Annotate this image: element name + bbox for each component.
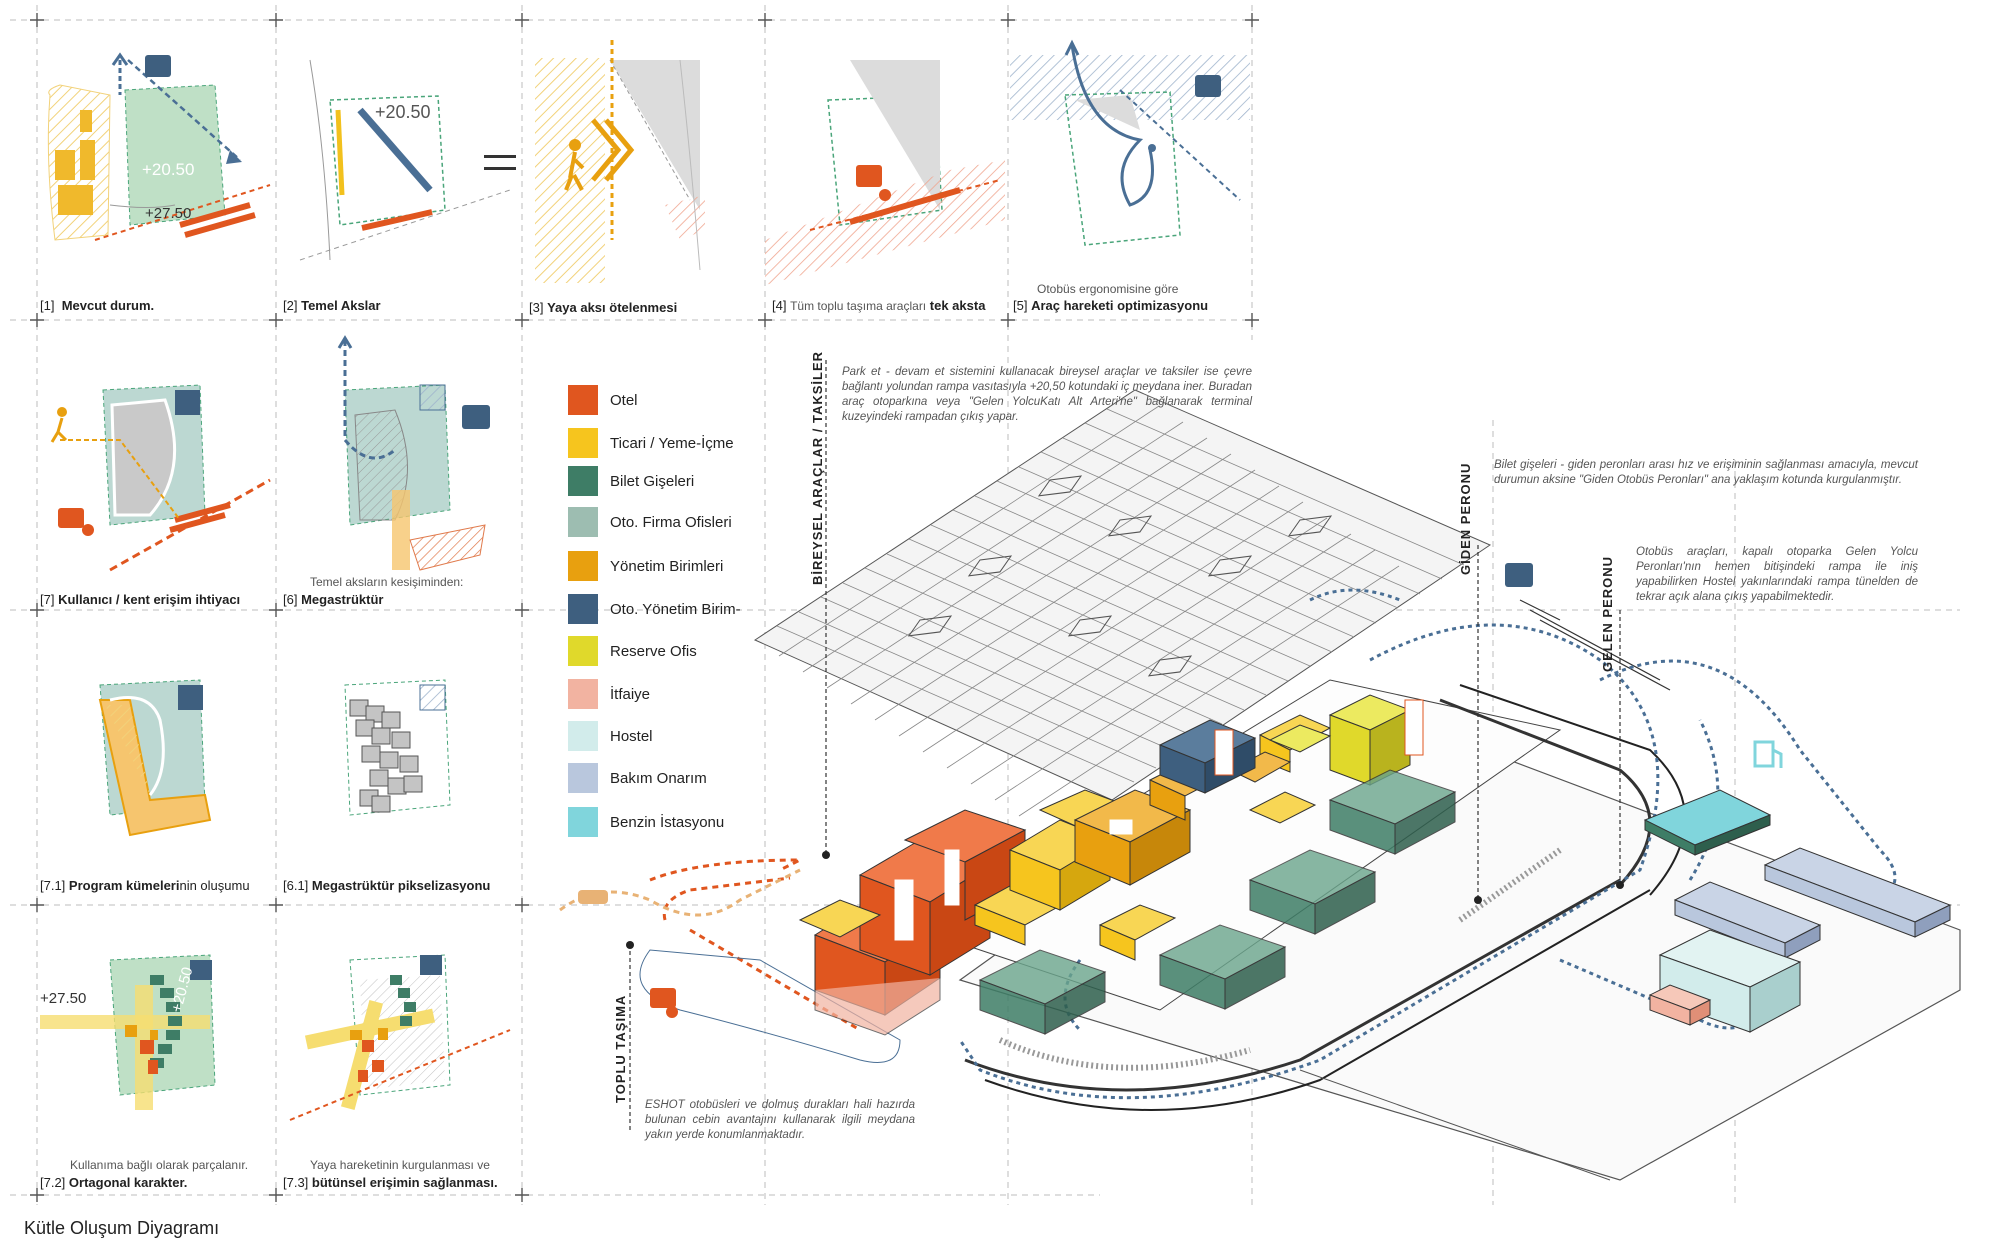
panel-71-caption: [7.1] Program kümelerinin oluşumu <box>40 878 250 893</box>
panel-61-caption: [6.1] Megastrüktür pikselizasyonu <box>283 878 490 893</box>
panel-61-num: [6.1] <box>283 878 309 893</box>
legend-swatch <box>568 594 598 624</box>
legend-bilet: Bilet Gişeleri <box>568 466 694 496</box>
panel-71-num: [7.1] <box>40 878 66 893</box>
eshot-bay <box>639 949 901 1063</box>
panel-2-level-a: +20.50 <box>375 102 431 122</box>
panel-6-caption: [6] Megastrüktür <box>283 592 383 607</box>
bus-icon-gelen <box>1505 563 1533 587</box>
legend-swatch <box>568 385 598 415</box>
note-bilet: Bilet gişeleri - giden peronları arası h… <box>1494 459 1918 486</box>
panel-73-subtext: Yaya hareketinin kurgulanması ve <box>310 1158 490 1172</box>
panel-73-title: bütünsel erişimin sağlanması. <box>311 1175 498 1190</box>
legend-swatch <box>568 721 598 751</box>
label-toplu: TOPLU TAŞIMA <box>613 994 628 1103</box>
panel-72-art <box>40 954 216 1110</box>
note-eshot: ESHOT otobüsleri ve dolmuş durakları hal… <box>645 1099 915 1141</box>
panel-7-title: Kullanıcı / kent erişim ihtiyacı <box>58 592 241 607</box>
panel-4-light: Tüm toplu taşıma araçları <box>790 299 927 313</box>
panel-61-title: Megastrüktür pikselizasyonu <box>311 878 491 893</box>
panel-3-num: [3] <box>529 300 544 315</box>
panel-5-caption: [5] Araç hareketi optimizasyonu <box>1013 298 1208 313</box>
panel-5-num: [5] <box>1013 298 1028 313</box>
bus-stop-icon-toplu <box>650 988 678 1018</box>
legend-hostel: Hostel <box>568 721 653 751</box>
panel-2-art <box>299 59 511 261</box>
panel-73-num: [7.3] <box>283 1175 309 1190</box>
legend-bakim: Bakım Onarım <box>568 763 707 793</box>
legend-benzin: Benzin İstasyonu <box>568 807 724 837</box>
panel-61-art <box>344 679 451 816</box>
panel-6-art <box>337 335 490 571</box>
panel-71-light: nin oluşumu <box>179 878 250 893</box>
panel-72-level-b: +27.50 <box>40 990 87 1007</box>
legend-otel: Otel <box>568 385 638 415</box>
orange-access-routes <box>649 858 861 1032</box>
panel-4-num: [4] <box>772 298 787 313</box>
panel-6-title: Megastrüktür <box>301 592 384 607</box>
legend-swatch <box>568 428 598 458</box>
panel-1-num: [1] <box>40 298 55 313</box>
panel-71-title: Program kümeleri <box>68 878 180 893</box>
label-bireysel: BİREYSEL ARAÇLAR / TAKSİLER <box>810 350 825 585</box>
panel-73-art <box>289 954 511 1121</box>
annotation-lines <box>629 360 1621 1130</box>
legend-ticari: Ticari / Yeme-İçme <box>568 428 734 458</box>
taxi-icon <box>578 890 608 904</box>
note-park: Park et - devam et sistemini kullanacak … <box>842 366 1252 423</box>
building-blocks <box>798 694 1952 1036</box>
panel-7-num: [7] <box>40 592 55 607</box>
legend-oto-firma: Oto. Firma Ofisleri <box>568 507 732 537</box>
panel-1-level-b: +27.50 <box>145 205 192 222</box>
panel-71-art <box>98 679 212 837</box>
panel-6-num: [6] <box>283 592 298 607</box>
megastructure-grid <box>753 389 1492 817</box>
legend-swatch <box>568 466 598 496</box>
panel-1-level-a: +20.50 <box>142 160 195 179</box>
label-giden: GİDEN PERONU <box>1458 462 1473 575</box>
panel-3-title: Yaya aksı ötelenmesi <box>547 300 678 315</box>
panel-73-caption: [7.3] bütünsel erişimin sağlanması. <box>283 1175 498 1190</box>
panel-1-caption: [1] Mevcut durum. <box>40 298 154 313</box>
fuel-icon <box>1753 740 1783 768</box>
label-gelen: GELEN PERONU <box>1600 555 1615 672</box>
panel-72-num: [7.2] <box>40 1175 66 1190</box>
panel-1-art <box>47 52 271 241</box>
legend-itfaiye: İtfaiye <box>568 679 650 709</box>
equals-art <box>484 155 516 170</box>
legend-swatch <box>568 763 598 793</box>
panel-7-caption: [7] Kullanıcı / kent erişim ihtiyacı <box>40 592 240 607</box>
panel-72-caption: [7.2] Ortagonal karakter. <box>40 1175 187 1190</box>
panel-7-art <box>50 384 271 572</box>
panel-2-title: Temel Akslar <box>301 298 381 313</box>
panel-5-art <box>1010 39 1250 246</box>
legend-oto-yonetim: Oto. Yönetim Birim- <box>568 594 741 624</box>
panel-3-art <box>535 40 705 283</box>
panel-3-caption: [3] Yaya aksı ötelenmesi <box>529 300 677 315</box>
panel-5-title: Araç hareketi optimizasyonu <box>1031 298 1209 313</box>
panel-72-title: Ortagonal karakter. <box>68 1175 188 1190</box>
legend-yonetim: Yönetim Birimleri <box>568 551 723 581</box>
panel-2-caption: [2] Temel Akslar <box>283 298 381 313</box>
panel-6-subtext: Temel aksların kesişiminden: <box>310 575 464 589</box>
legend-swatch <box>568 551 598 581</box>
legend-swatch <box>568 636 598 666</box>
note-otobus: Otobüs araçları, kapalı otoparka Gelen Y… <box>1636 546 1918 603</box>
legend-swatch <box>568 807 598 837</box>
legend-reserve: Reserve Ofis <box>568 636 697 666</box>
panel-4-caption: [4] Tüm toplu taşıma araçları tek aksta <box>772 298 985 313</box>
legend-swatch <box>568 507 598 537</box>
page-title: Kütle Oluşum Diyagramı <box>24 1218 220 1238</box>
legend-swatch <box>568 679 598 709</box>
panel-5-subtext: Otobüs ergonomisine göre <box>1037 282 1179 296</box>
panel-4-art <box>765 60 1005 285</box>
panel-4-title: tek aksta <box>929 298 986 313</box>
grid-crosses <box>30 13 1259 1202</box>
panel-2-num: [2] <box>283 298 298 313</box>
panel-1-title: Mevcut durum. <box>61 298 155 313</box>
panel-72-subtext: Kullanıma bağlı olarak parçalanır. <box>70 1158 249 1172</box>
